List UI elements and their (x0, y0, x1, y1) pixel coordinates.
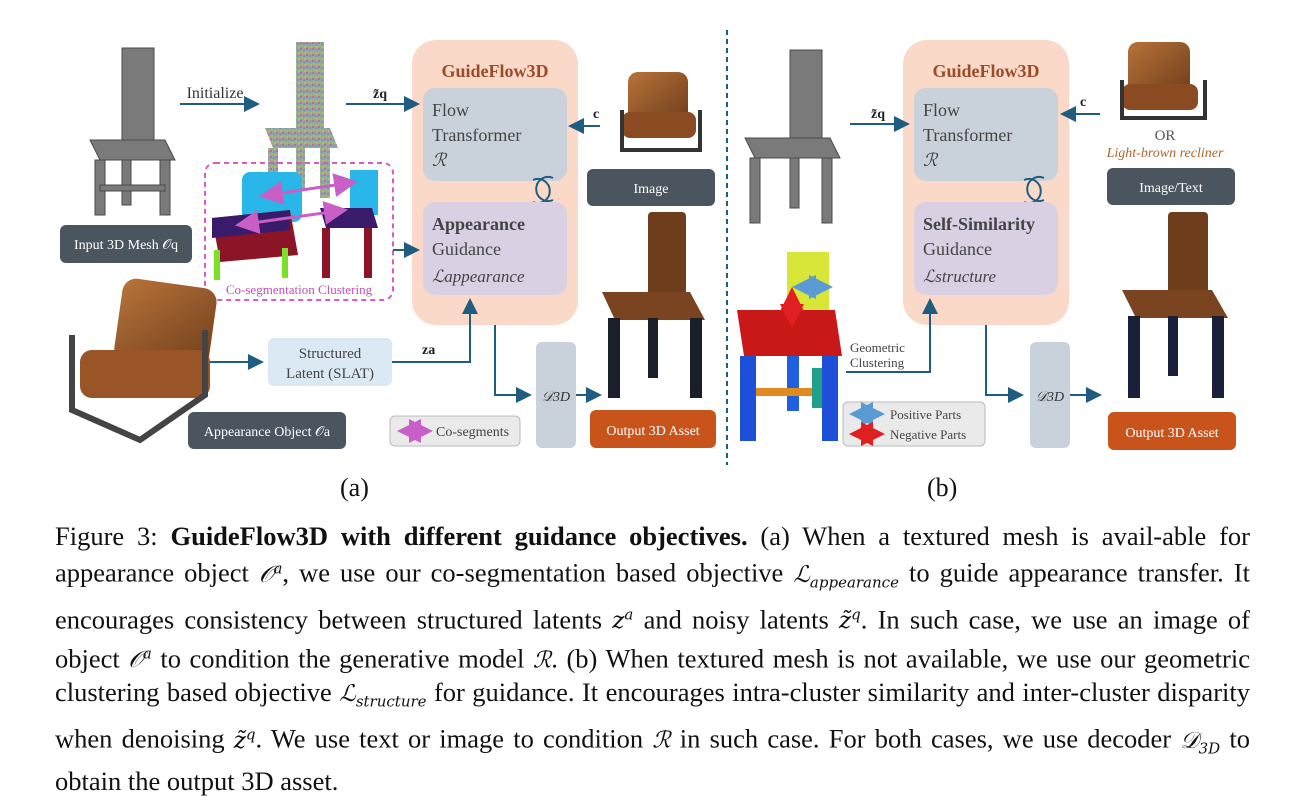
transformer-label-b: Transformer (923, 125, 1012, 145)
output-label-b: Output 3D Asset (1125, 426, 1218, 441)
coseg-arrow-2 (235, 201, 348, 234)
za-label: za (422, 343, 435, 358)
figure-caption: Figure 3: GuideFlow3D with different gui… (55, 520, 1250, 797)
caption-math-lappearance: ℒappearance (793, 561, 899, 592)
caption-text-9: . We use text or image to condition (255, 723, 653, 754)
appearance-label: Appearance (432, 214, 525, 234)
r-symbol-a: ℛ (432, 150, 448, 170)
caption-text-7: . (b) When textured mesh is not availabl… (55, 643, 1250, 708)
caption-math-r: ℛ (532, 647, 552, 674)
coseg-arrow-1 (259, 173, 358, 205)
noisy-chair-image (265, 42, 338, 198)
image-text-label: Image/Text (1139, 181, 1203, 196)
zq-label-b: z̃q (871, 107, 885, 122)
input-mesh-label-box (60, 225, 192, 263)
caption-text-1: (a) When a textured mesh is avail-able f… (55, 521, 1251, 588)
caption-text-8: for guidance. It encourages intra-cluste… (55, 677, 1250, 754)
appearance-object-image (69, 278, 217, 444)
caption-text-6: to condition the generative model (151, 643, 533, 674)
self-similarity-guidance-block (914, 202, 1058, 295)
decoder-label-b: 𝒟3D (1036, 390, 1064, 405)
caption-text-5: . In such case, we use an image of objec… (55, 604, 1250, 674)
structured-label: Structured (299, 346, 362, 362)
caption-math-zq: z̃q (839, 605, 861, 635)
flow-label-b: Flow (923, 100, 960, 120)
subfig-label-a: (a) (340, 473, 369, 502)
coseg-clustering-label: Co-segmentation Clustering (226, 282, 373, 297)
figure-diagram: GuideFlow3D Flow Transformer ℛ Appearanc… (60, 30, 1236, 465)
output-label-box-a (590, 410, 716, 448)
caption-math-oa-2: 𝒪a (128, 644, 152, 674)
guideflow-title-b: GuideFlow3D (932, 61, 1039, 81)
l-structure-label: ℒstructure (923, 267, 996, 286)
image-label-a: Image (634, 182, 669, 197)
self-similarity-label: Self-Similarity (923, 214, 1035, 234)
image-text-label-box (1107, 168, 1235, 205)
transformer-label-a: Transformer (432, 125, 521, 145)
armchair-image-b (1120, 42, 1207, 120)
input-chair-image-b (744, 49, 841, 224)
caption-math-r-2: ℛ (652, 727, 671, 754)
decoder-box-a (536, 342, 576, 448)
flow-transformer-block-b (914, 88, 1058, 181)
caption-math-zq-2: z̃q (233, 725, 256, 754)
coseg-clustering-box (204, 162, 394, 301)
caption-math-za: za (612, 605, 634, 635)
guidance-label-b: Guidance (923, 239, 992, 259)
appearance-guidance-block (423, 202, 567, 295)
geometric-clustering-arrow (846, 298, 938, 373)
l-appearance-label: ℒappearance (432, 267, 525, 286)
initialize-label: Initialize (187, 85, 244, 102)
or-label: OR (1155, 128, 1176, 144)
latent-slat-label: Latent (SLAT) (286, 366, 374, 382)
caption-text-4: and noisy latents (633, 604, 840, 635)
clustering-label: Clustering (850, 355, 905, 370)
input-chair-image (89, 47, 176, 216)
output-label-a: Output 3D Asset (606, 424, 699, 439)
caption-math-oa: 𝒪a (258, 559, 283, 588)
input-mesh-label: Input 3D Mesh 𝒪q (74, 238, 178, 253)
positive-parts-label: Positive Parts (890, 407, 961, 422)
output-label-box-b (1108, 412, 1236, 450)
caption-figure-number: Figure 3: (55, 521, 171, 551)
appearance-object-label-box (188, 412, 346, 449)
c-label-a: c (593, 107, 599, 122)
geometric-label: Geometric (850, 340, 905, 355)
image-label-box-a (587, 169, 715, 206)
text-prompt-label: Light-brown recliner (1106, 146, 1224, 161)
caption-text-2: , we use our co-segmentation based objec… (282, 557, 794, 588)
subfig-label-b: (b) (927, 473, 958, 502)
decoder-label-a: 𝒟3D (542, 390, 570, 405)
caption-math-lstructure: ℒstructure (339, 681, 427, 711)
coseg-legend-label: Co-segments (436, 425, 509, 440)
guidance-label-a: Guidance (432, 239, 501, 259)
decoder-box-b (1030, 342, 1070, 448)
figure-3: GuideFlow3D Flow Transformer ℛ Appearanc… (60, 30, 1236, 465)
guideflow-to-decoder-arrow-b (985, 325, 1024, 403)
segmented-chair-image (737, 252, 842, 441)
caption-title: GuideFlow3D with different guidance obje… (170, 521, 748, 551)
guideflow-title-a: GuideFlow3D (441, 61, 548, 81)
armchair-image-a (620, 72, 702, 152)
flow-label-a: Flow (432, 100, 469, 120)
coseg-chair-images (212, 170, 378, 280)
structured-latent-box (268, 338, 392, 386)
flow-transformer-block-a (423, 88, 567, 181)
appearance-object-label: Appearance Object 𝒪a (204, 425, 331, 440)
caption-math-d3d: 𝒟3D (1180, 727, 1221, 758)
negative-parts-label: Negative Parts (890, 427, 966, 442)
guideflow-to-decoder-arrow-a (494, 325, 532, 403)
c-label-b: c (1080, 95, 1086, 110)
r-symbol-b: ℛ (923, 150, 939, 170)
za-arrow (392, 298, 478, 363)
caption-text-3: to guide appearance transfer. It encoura… (55, 557, 1250, 635)
output-chair-image-b (1122, 212, 1228, 398)
caption-text-10: in such case. For both cases, we use dec… (670, 723, 1181, 754)
output-chair-image-a (602, 212, 705, 398)
zq-label-a: z̃q (373, 87, 387, 102)
